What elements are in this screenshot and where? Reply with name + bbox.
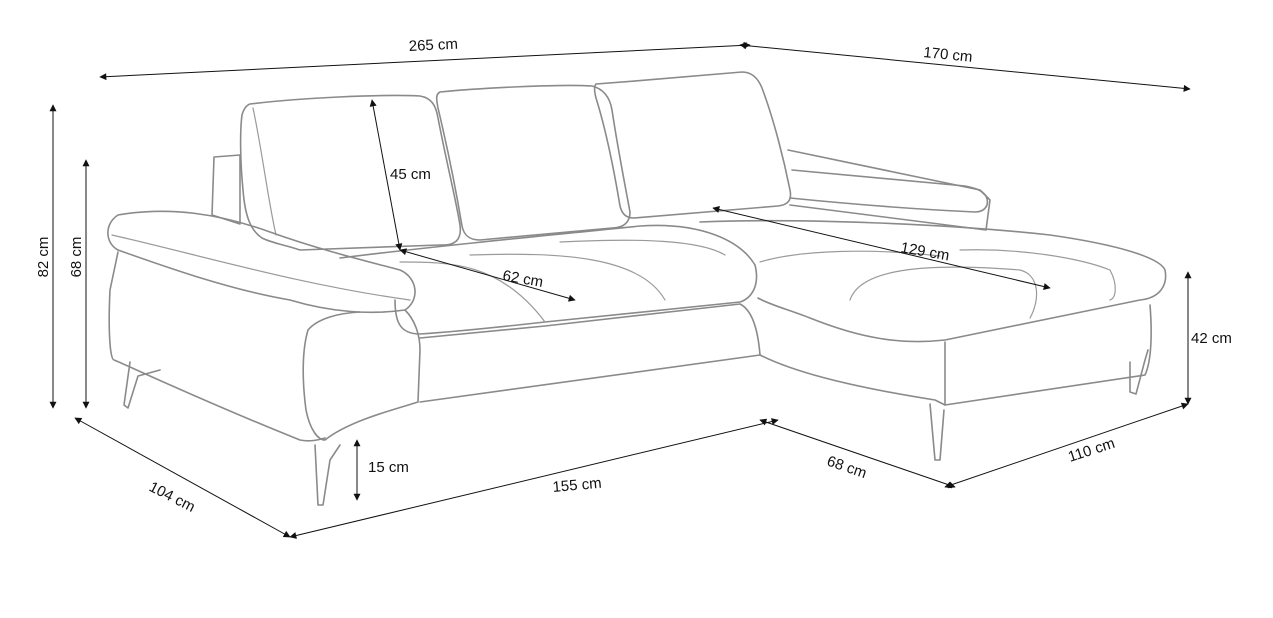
front-base [419, 303, 761, 403]
leg-chaise-front [929, 403, 945, 461]
chaise-back-frame [787, 149, 991, 231]
left-armrest-top [107, 210, 416, 314]
leg-back-left [123, 361, 161, 409]
sofa-drawing [107, 71, 1167, 506]
dim-line-chaise-front [759, 418, 956, 489]
chaise-seat [699, 219, 1167, 343]
label-back-height: 68 cm [68, 237, 85, 278]
dimension-labels: 265 cm 170 cm 82 cm 68 cm 45 cm 62 cm 12… [35, 36, 1232, 516]
dim-line-sofa-depth [74, 417, 291, 538]
label-seat-height: 42 cm [1191, 330, 1232, 347]
leg-chaise-back [1129, 349, 1149, 395]
back-cushion-right [593, 71, 792, 219]
label-chaise-length: 129 cm [899, 239, 950, 264]
label-front-width: 155 cm [552, 475, 602, 496]
dim-line-total-width [99, 41, 751, 81]
left-armrest-body [108, 251, 326, 442]
label-chaise-side: 110 cm [1066, 435, 1117, 466]
label-leg-height: 15 cm [368, 459, 409, 476]
dim-line-front-width [289, 418, 779, 539]
back-frame-left [211, 154, 241, 225]
label-chaise-front: 68 cm [825, 453, 869, 482]
label-total-width: 265 cm [408, 36, 458, 55]
chaise-base [759, 304, 1152, 406]
label-chaise-depth: 170 cm [923, 44, 974, 66]
dim-line-chaise-side [944, 402, 1189, 489]
dimension-lines [49, 41, 1192, 539]
dim-line-seat-depth [399, 248, 576, 302]
chaise-armrest [789, 169, 989, 213]
label-total-height: 82 cm [35, 237, 52, 278]
label-sofa-depth: 104 cm [146, 478, 198, 515]
leg-front-left [314, 444, 341, 506]
dim-line-cushion-height [369, 99, 403, 251]
dim-line-chaise-length [712, 206, 1051, 290]
back-cushion-left [239, 94, 462, 251]
label-seat-depth: 62 cm [501, 267, 544, 291]
dim-line-chaise-depth [739, 42, 1191, 92]
back-cushion-middle [435, 84, 631, 241]
main-seat [339, 224, 758, 335]
label-cushion-height: 45 cm [390, 166, 431, 183]
